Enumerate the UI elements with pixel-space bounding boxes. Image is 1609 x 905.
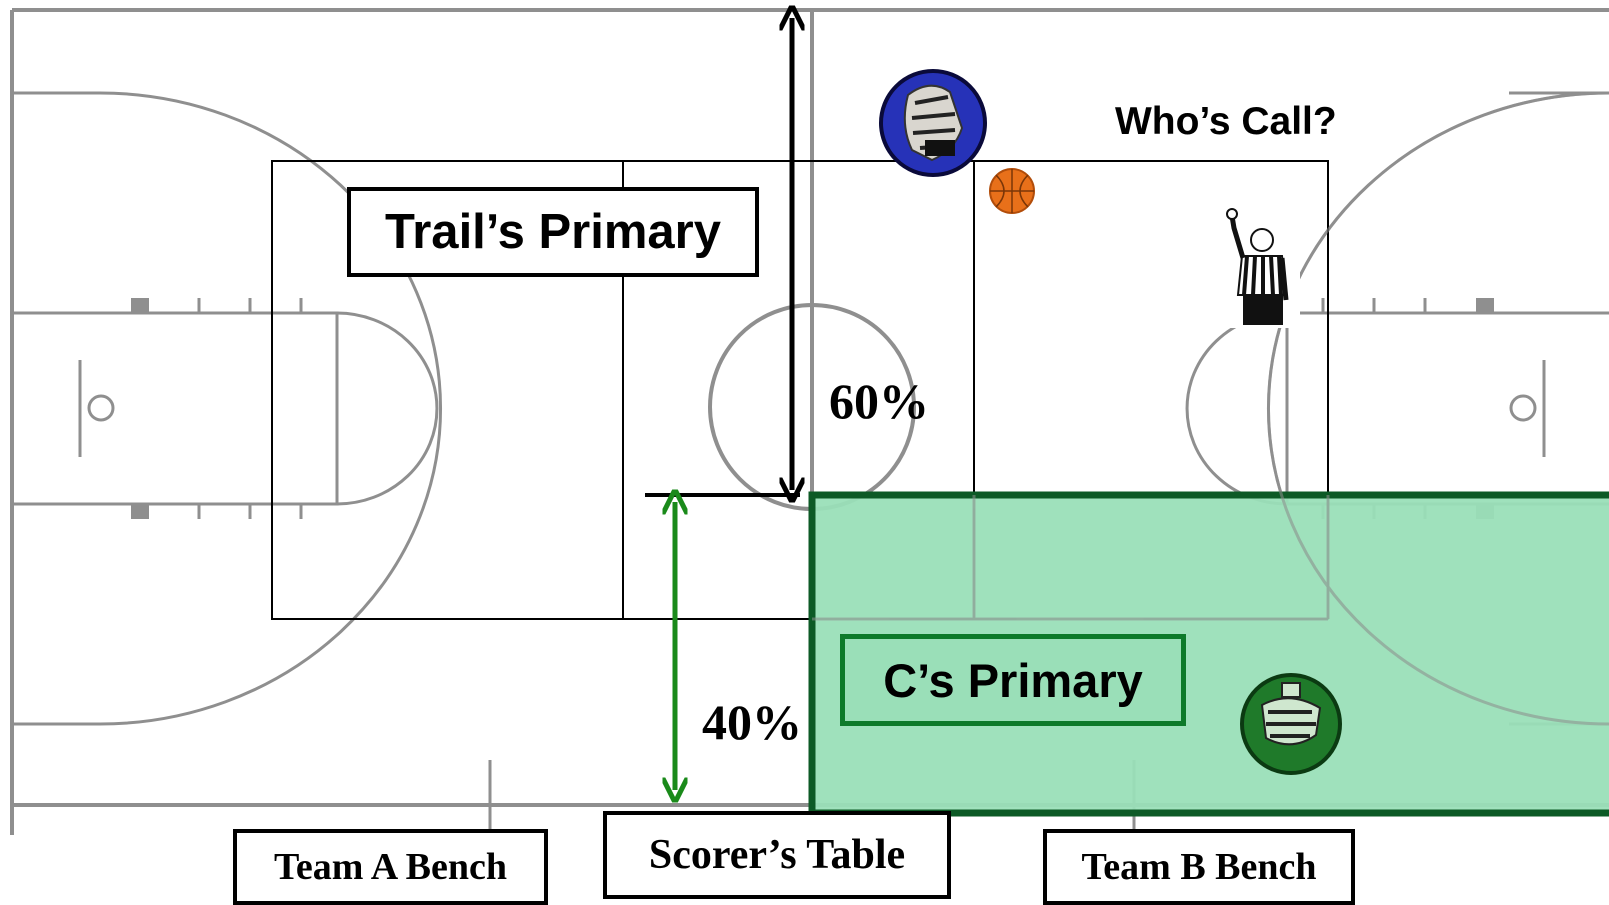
team-a-bench-label: Team A Bench: [233, 829, 548, 905]
free-throw-lane-right: [1285, 311, 1609, 506]
free-throw-lane-left: [10, 311, 339, 506]
whos-call-text: Who’s Call?: [1115, 100, 1337, 143]
c-primary-label: C’s Primary: [840, 634, 1186, 726]
team-b-bench-label: Team B Bench: [1043, 829, 1355, 905]
percent-60-text: 60%: [829, 373, 929, 429]
team-a-bench-text: Team A Bench: [274, 846, 507, 888]
green-official-icon: [1240, 673, 1342, 775]
rim-right: [1509, 394, 1537, 422]
percent-40-text: 40%: [702, 694, 802, 750]
basketball-icon: [989, 168, 1035, 214]
free-throw-circle-left: [336, 311, 439, 506]
scorers-table-label: Scorer’s Table: [603, 811, 951, 899]
blue-official-icon: [879, 69, 987, 177]
team-b-bench-text: Team B Bench: [1081, 846, 1317, 888]
c-primary-text: C’s Primary: [883, 653, 1143, 707]
referee-signaling-icon: [1222, 208, 1300, 328]
trail-primary-label: Trail’s Primary: [347, 187, 759, 277]
three-point-arc-left: [99, 91, 443, 726]
trail-primary-text: Trail’s Primary: [385, 205, 721, 259]
rim-left: [87, 394, 115, 422]
free-throw-circle-right: [1185, 311, 1288, 506]
scorers-table-text: Scorer’s Table: [648, 832, 906, 878]
